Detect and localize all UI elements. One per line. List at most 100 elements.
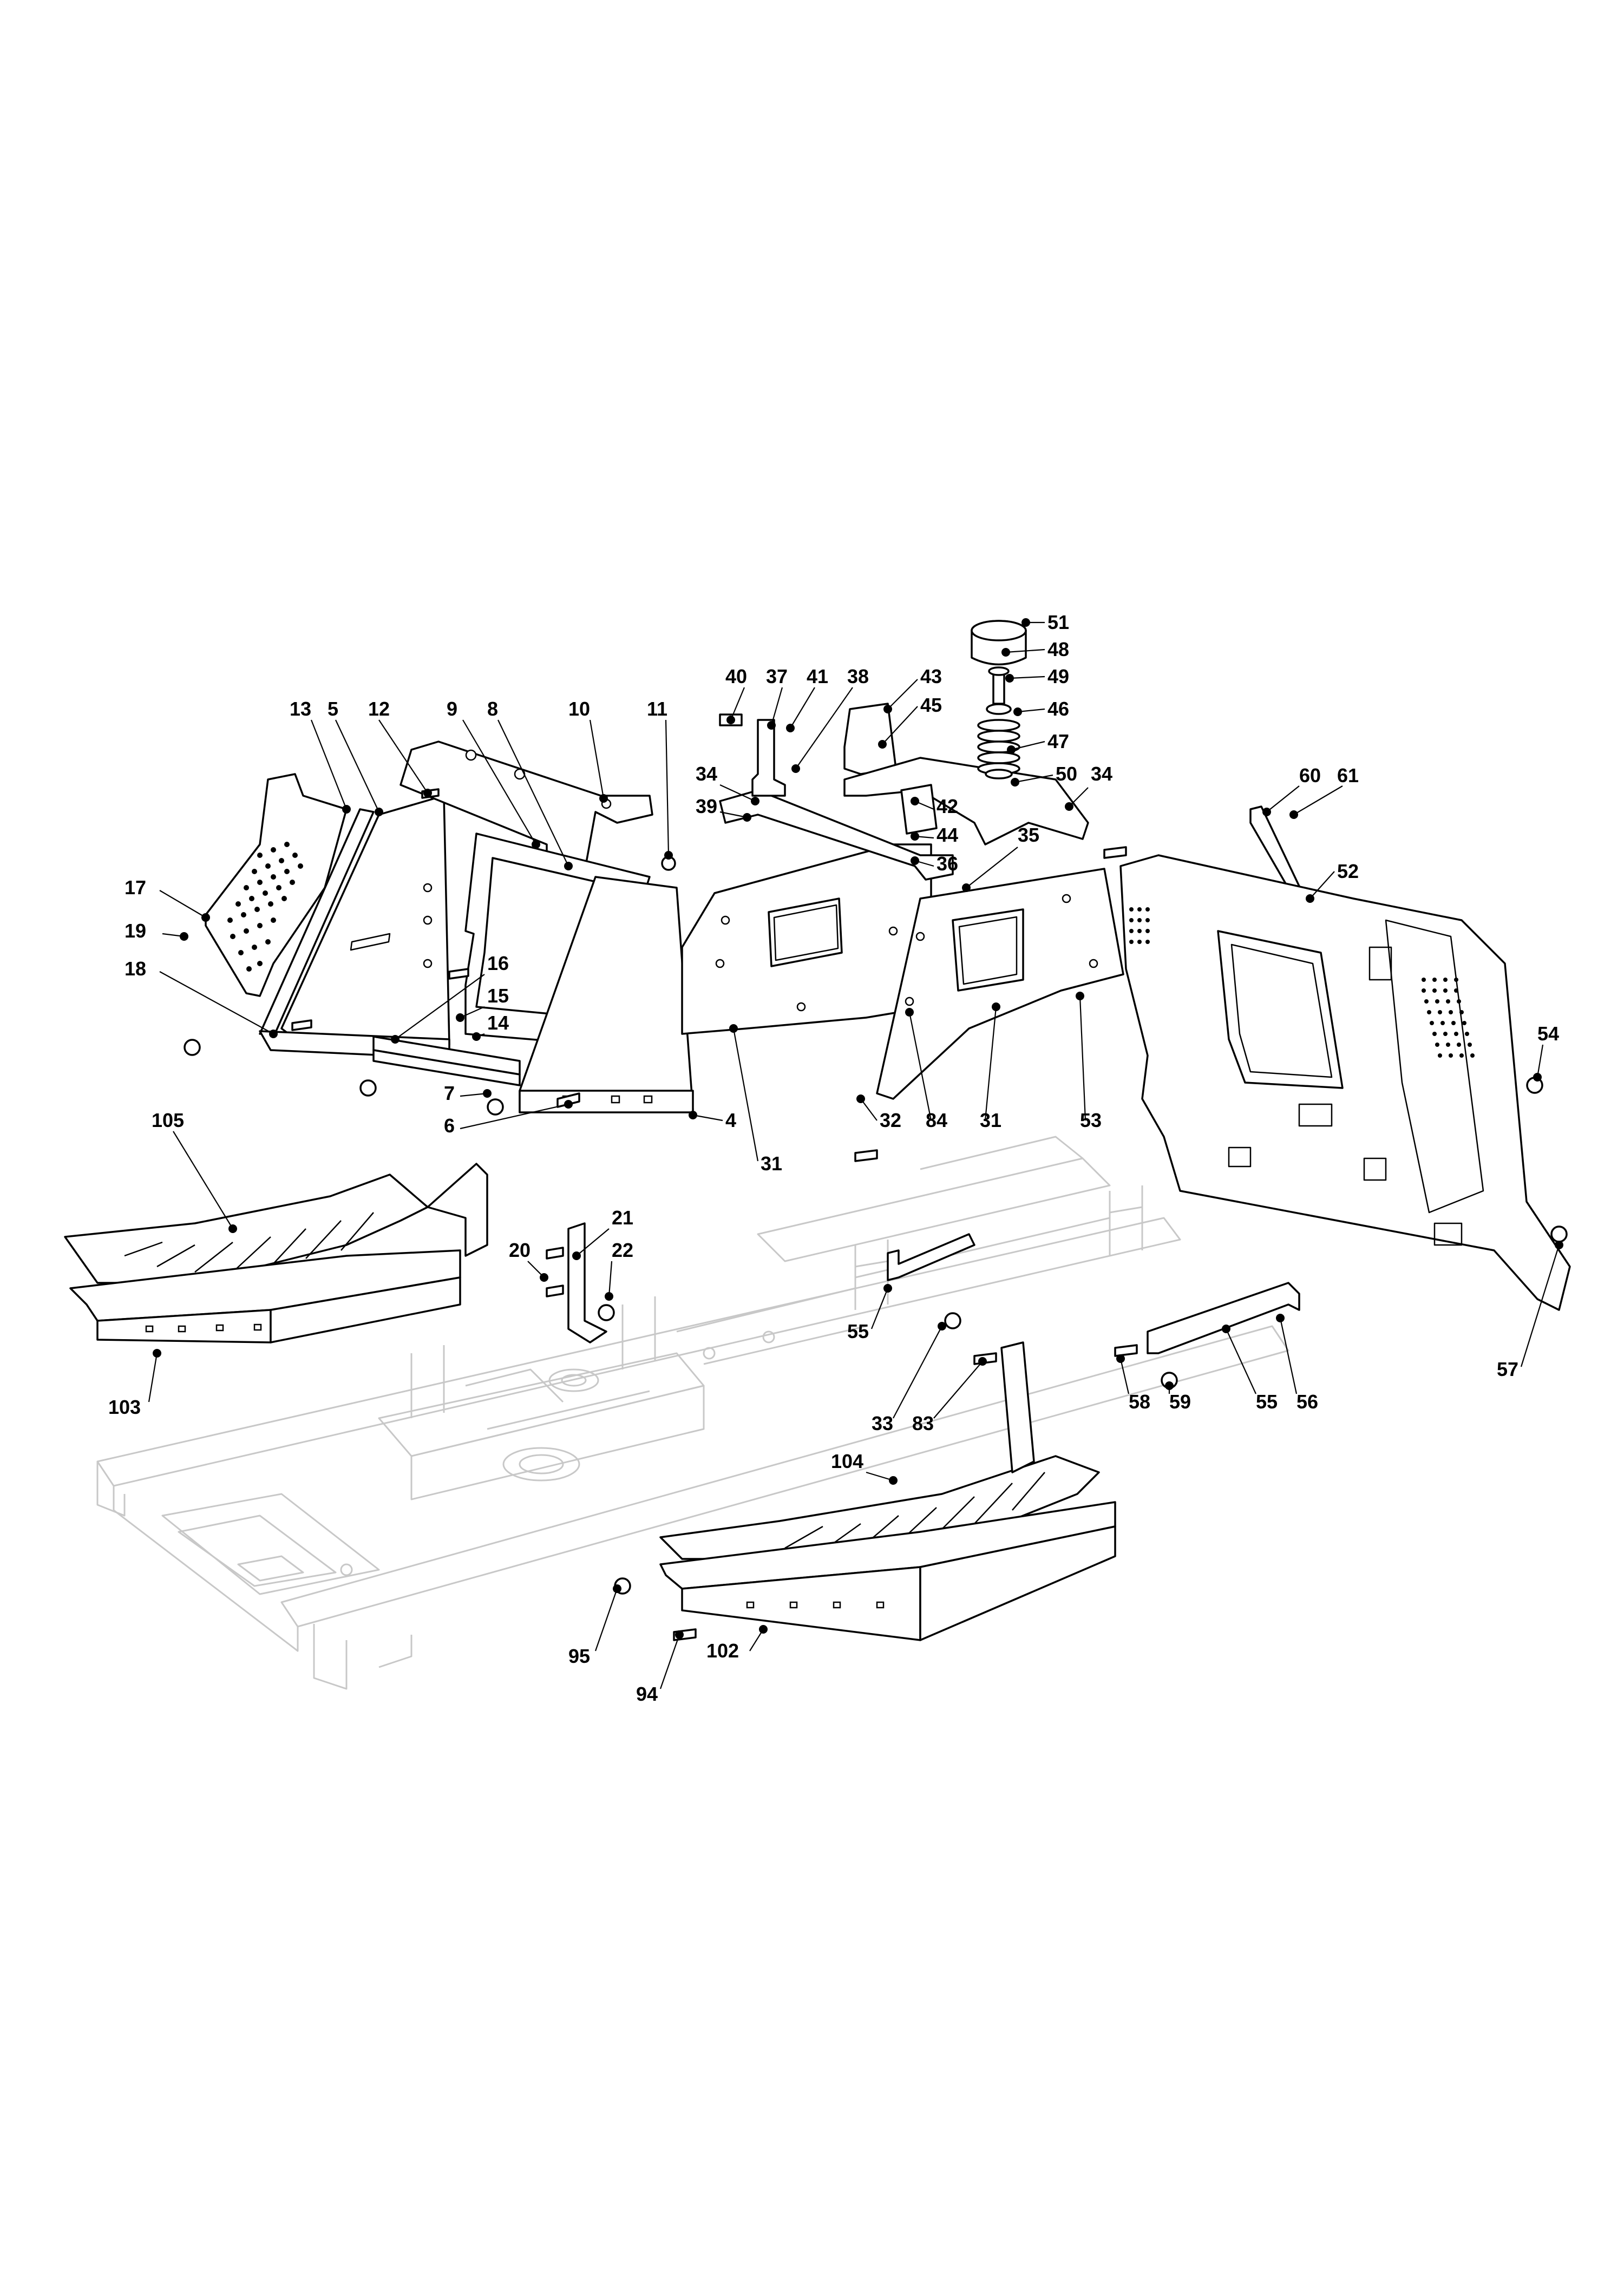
callout-leader-line: [148, 1353, 158, 1402]
callout-dot: [423, 789, 432, 797]
callout-leader-line: [866, 1471, 894, 1482]
part-34-right-bracket: [843, 757, 1089, 845]
callout-17: 17: [125, 876, 210, 922]
callout-4: 4: [689, 1109, 736, 1131]
callout-leader-line: [460, 1103, 569, 1130]
callout-label: 41: [807, 665, 828, 687]
callout-dot: [759, 1625, 768, 1634]
callout-dot: [962, 883, 971, 892]
callout-dot: [1011, 778, 1019, 786]
callout-dot: [1005, 674, 1014, 683]
part-10-top-bracket: [400, 740, 653, 873]
callout-44: 44: [911, 824, 958, 846]
callout-dot: [786, 724, 795, 732]
callout-43: 43: [883, 665, 942, 713]
callout-39: 39: [696, 795, 751, 822]
callout-38: 38: [791, 665, 869, 773]
callout-leader-line: [497, 719, 569, 867]
callout-45: 45: [878, 694, 942, 749]
part-42-small-plate: [900, 784, 938, 835]
part-31-right-panel: [876, 868, 1124, 1100]
callout-leader-line: [730, 687, 745, 720]
callout-label: 5: [328, 698, 338, 720]
callout-leader-line: [887, 679, 918, 710]
callout-label: 104: [831, 1450, 863, 1472]
callout-dot: [751, 797, 759, 805]
callout-dot: [1165, 1381, 1174, 1390]
part-48-bolt: [988, 666, 1010, 705]
callout-dot: [883, 1284, 892, 1293]
callout-31: 31: [729, 1024, 782, 1175]
callout-label: 10: [568, 698, 590, 720]
part-4-wedge-cover: [519, 876, 694, 1113]
part-102-footrest-plate-right: [659, 1501, 1116, 1641]
callout-label: 59: [1169, 1391, 1191, 1413]
callout-leader-line: [589, 719, 605, 799]
callout-dot: [599, 794, 608, 803]
callout-dot: [992, 1002, 1000, 1011]
part-105-footrest-left: [64, 1163, 488, 1284]
callout-57: 57: [1497, 1241, 1563, 1380]
callout-label: 34: [696, 763, 717, 785]
callout-dot: [342, 805, 351, 814]
callout-34: 34: [696, 763, 759, 805]
callout-40: 40: [725, 665, 747, 724]
callout-dot: [1306, 894, 1314, 903]
callout-dot: [767, 721, 776, 730]
callout-leader-line: [1009, 676, 1045, 679]
hardware-fasteners: [184, 713, 1568, 1641]
callout-label: 13: [290, 698, 311, 720]
callout-label: 51: [1047, 611, 1069, 633]
callout-dot: [391, 1035, 400, 1044]
callout-label: 45: [920, 694, 942, 716]
callout-leader-line: [870, 1288, 889, 1329]
callout-41: 41: [786, 665, 828, 732]
callout-label: 49: [1047, 665, 1069, 687]
callout-20: 20: [509, 1239, 548, 1282]
callout-8: 8: [487, 698, 573, 870]
callout-11: 11: [647, 698, 673, 860]
callout-leader-line: [173, 1131, 233, 1229]
callout-leader-line: [1014, 774, 1053, 783]
callout-dot: [456, 1013, 464, 1022]
part-37-bracket: [751, 719, 786, 797]
callout-leader-line: [984, 1006, 997, 1121]
callout-label: 46: [1047, 698, 1069, 720]
callout-label: 57: [1497, 1358, 1518, 1380]
callout-label: 31: [980, 1109, 1001, 1131]
callout-label: 47: [1047, 730, 1069, 752]
callout-leader-line: [860, 1098, 878, 1121]
part-51-rubber-buffer: [971, 620, 1027, 666]
callout-53: 53: [1076, 992, 1102, 1131]
callout-dot: [269, 1030, 278, 1038]
callout-48: 48: [1001, 638, 1069, 660]
callout-dot: [1262, 808, 1271, 816]
callout-leader-line: [462, 719, 536, 845]
callout-leader-line: [1119, 1358, 1130, 1394]
callout-leader-line: [1069, 787, 1089, 807]
callout-dot: [911, 832, 919, 841]
callout-label: 8: [487, 698, 498, 720]
callout-94: 94: [636, 1630, 684, 1705]
callout-55: 55: [1222, 1325, 1278, 1413]
callout-dot: [572, 1251, 581, 1260]
callout-label: 6: [444, 1115, 455, 1137]
callout-dot: [675, 1630, 684, 1639]
callout-label: 32: [880, 1109, 901, 1131]
callout-label: 37: [766, 665, 788, 687]
callout-leader-line: [159, 890, 206, 918]
callout-58: 58: [1116, 1354, 1150, 1413]
callout-102: 102: [706, 1625, 768, 1662]
callout-label: 95: [568, 1645, 590, 1667]
callout-6: 6: [444, 1100, 573, 1137]
callout-leader-line: [395, 974, 485, 1040]
callout-dot: [1116, 1354, 1125, 1363]
callout-leader-line: [1017, 708, 1045, 713]
callout-label: 34: [1091, 763, 1112, 785]
callout-dot: [911, 856, 919, 865]
callout-dot: [1001, 648, 1010, 657]
callout-label: 54: [1537, 1023, 1559, 1045]
callout-dot: [1065, 802, 1073, 811]
callout-label: 52: [1337, 860, 1359, 882]
